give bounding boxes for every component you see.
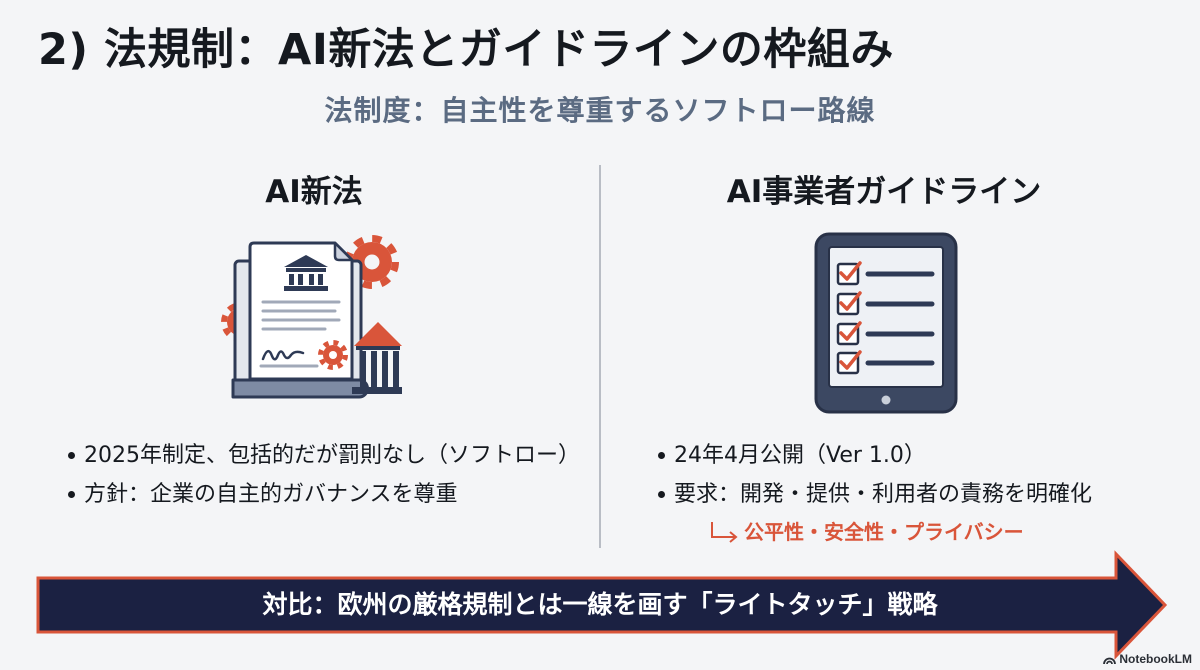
column-divider (599, 165, 601, 548)
checkmark-icon (839, 321, 862, 341)
left-bullet-list: 2025年制定、包括的だが罰則なし（ソフトロー） 方針：企業の自主的ガバナンスを… (66, 436, 580, 514)
arrow-head (729, 531, 738, 543)
page-title: 2) 法規制：AI新法とガイドラインの枠組み (38, 25, 894, 75)
courthouse-column (393, 351, 399, 387)
courthouse-base (352, 387, 402, 394)
right-column-heading: AI事業者ガイドライン (726, 174, 1042, 210)
bank-icon (284, 255, 328, 291)
bank-column (289, 274, 294, 285)
notebooklm-logo-icon (1103, 657, 1117, 664)
checkmark-icon (839, 291, 862, 311)
checklist-row (836, 291, 935, 316)
arrow-banner (36, 550, 1168, 660)
gear-hole (329, 351, 337, 359)
bank-column (298, 274, 303, 285)
page-fold (333, 241, 354, 262)
courthouse-column (371, 351, 377, 387)
home-button (881, 395, 891, 405)
banner-text: 対比：欧州の厳格規制とは一線を画す「ライトタッチ」戦略 (262, 590, 938, 619)
checklist-row (836, 261, 935, 286)
gear-hole (364, 254, 380, 270)
checklist-row (836, 350, 935, 375)
bank-base (284, 286, 328, 291)
legal-document-gears-icon (221, 235, 402, 399)
tablet-checklist-icon (814, 232, 958, 414)
sub-point-text: 公平性・安全性・プライバシー (744, 520, 1024, 544)
list-item: 方針：企業の自主的ガバナンスを尊重 (66, 475, 580, 514)
checkmark-icon (839, 350, 862, 370)
document-text-lines (259, 300, 341, 368)
sub-point: 公平性・安全性・プライバシー (708, 516, 1024, 548)
gear-teeth (345, 235, 399, 289)
checklist-row (836, 321, 935, 346)
arrow-stem (711, 522, 735, 538)
bank-column (309, 274, 314, 285)
courthouse-icon (352, 322, 402, 394)
watermark-label: NotebookLM (1119, 652, 1192, 666)
bank-roof (284, 255, 328, 267)
bank-column (318, 274, 323, 285)
arrow-banner-shape (36, 550, 1168, 660)
courthouse-column (382, 351, 388, 387)
logo-arc (1106, 660, 1114, 664)
page-subtitle: 法制度：自主性を尊重するソフトロー路線 (324, 94, 876, 127)
bank-beam (286, 268, 326, 272)
notebooklm-watermark: NotebookLM (1103, 652, 1192, 666)
right-bullet-list: 24年4月公開（Ver 1.0） 要求：開発・提供・利用者の責務を明確化 (656, 436, 1092, 514)
list-item: 要求：開発・提供・利用者の責務を明確化 (656, 475, 1092, 514)
checkmark-icon (839, 261, 862, 281)
return-arrow-icon (711, 522, 738, 543)
list-item: 24年4月公開（Ver 1.0） (656, 436, 1092, 475)
signature (261, 350, 305, 361)
courthouse-roof (354, 322, 402, 346)
gear-icon (318, 340, 348, 370)
left-column-heading: AI新法 (265, 174, 363, 210)
gear-teeth (318, 340, 348, 370)
scroll-base (231, 378, 369, 399)
logo-arc (1103, 657, 1117, 664)
courthouse-beam (356, 346, 400, 350)
courthouse-column (360, 351, 366, 387)
list-item: 2025年制定、包括的だが罰則なし（ソフトロー） (66, 436, 580, 475)
